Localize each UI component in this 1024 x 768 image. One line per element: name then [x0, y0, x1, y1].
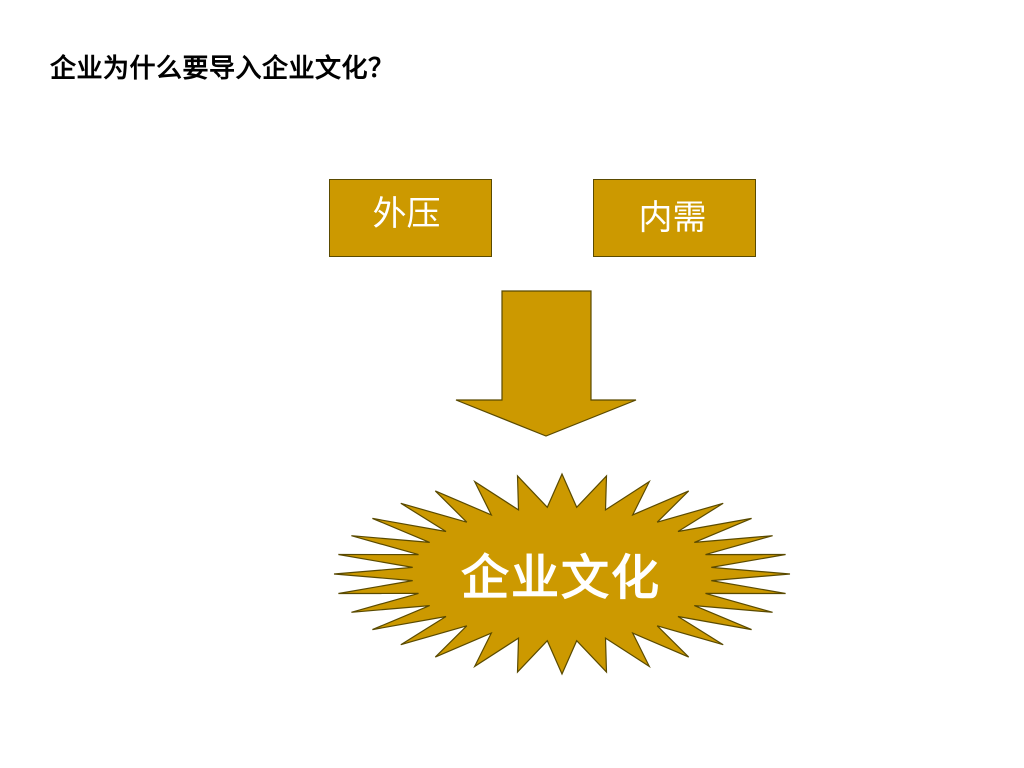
down-arrow [455, 290, 637, 437]
starburst [333, 472, 791, 676]
slide-title: 企业为什么要导入企业文化？ [50, 54, 395, 84]
external-pressure-box: 外压 [329, 179, 492, 257]
external-pressure-label: 外压 [372, 194, 441, 234]
internal-demand-box: 内需 [593, 179, 756, 257]
corporate-culture-label: 企业文化 [460, 550, 661, 606]
internal-demand-label: 内需 [638, 198, 707, 238]
